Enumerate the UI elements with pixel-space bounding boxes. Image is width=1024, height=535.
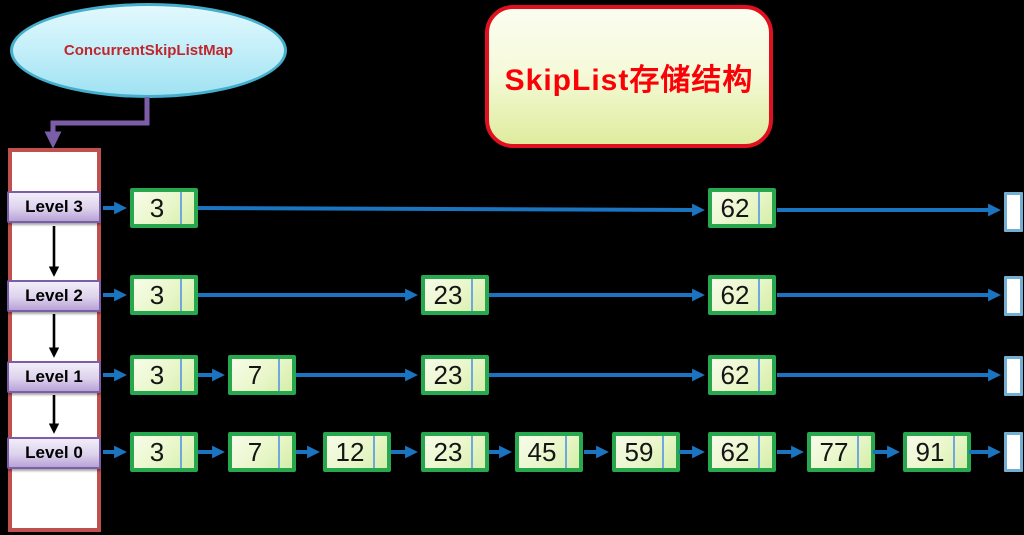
pointer-cell	[471, 279, 485, 311]
arrow-l3-3-62	[197, 203, 705, 217]
nil-node-l0	[1004, 432, 1023, 472]
level-label-3: Level 3	[7, 191, 101, 223]
node-l0-12: 12	[323, 432, 391, 472]
node-value: 62	[720, 280, 750, 310]
nil-node-l3	[1004, 192, 1023, 232]
node-l0-23: 23	[421, 432, 489, 472]
title-card: SkipList存储结构	[485, 5, 773, 148]
node-value: 59	[624, 437, 654, 467]
pointer-cell	[278, 436, 292, 468]
node-value: 77	[819, 437, 849, 467]
node-l2-23: 23	[421, 275, 489, 315]
level-label-2: Level 2	[7, 280, 101, 312]
node-value: 3	[149, 437, 165, 467]
node-value: 12	[335, 437, 365, 467]
pointer-cell	[758, 359, 772, 391]
node-value: 3	[149, 193, 165, 223]
node-value: 3	[149, 360, 165, 390]
node-l1-3: 3	[130, 355, 198, 395]
node-l3-62: 62	[708, 188, 776, 228]
node-l0-91: 91	[903, 432, 971, 472]
nil-node-l2	[1004, 276, 1023, 316]
node-value: 23	[433, 280, 463, 310]
title-card-label: SkipList存储结构	[504, 63, 754, 97]
node-l0-3: 3	[130, 432, 198, 472]
level-label-1: Level 1	[7, 361, 101, 393]
node-l0-77: 77	[807, 432, 875, 472]
node-l1-62: 62	[708, 355, 776, 395]
node-l0-7: 7	[228, 432, 296, 472]
pointer-cell	[471, 436, 485, 468]
node-l0-45: 45	[515, 432, 583, 472]
node-value: 7	[247, 437, 263, 467]
pointer-cell	[758, 436, 772, 468]
pointer-cell	[857, 436, 871, 468]
node-value: 3	[149, 280, 165, 310]
nil-node-l1	[1004, 356, 1023, 396]
pointer-cell	[953, 436, 967, 468]
node-l1-7: 7	[228, 355, 296, 395]
node-l0-62: 62	[708, 432, 776, 472]
node-value: 23	[433, 360, 463, 390]
root-ellipse: ConcurrentSkipListMap	[10, 3, 287, 98]
pointer-cell	[180, 192, 194, 224]
node-l1-23: 23	[421, 355, 489, 395]
node-value: 62	[720, 193, 750, 223]
node-value: 91	[915, 437, 945, 467]
node-l0-59: 59	[612, 432, 680, 472]
level-label-0: Level 0	[7, 437, 101, 469]
pointer-cell	[373, 436, 387, 468]
pointer-arrows	[103, 201, 1001, 459]
pointer-cell	[662, 436, 676, 468]
node-l3-3: 3	[130, 188, 198, 228]
root-ellipse-label: ConcurrentSkipListMap	[63, 42, 234, 59]
node-l2-3: 3	[130, 275, 198, 315]
pointer-cell	[180, 359, 194, 391]
pointer-cell	[471, 359, 485, 391]
node-value: 45	[527, 437, 557, 467]
pointer-cell	[565, 436, 579, 468]
pointer-cell	[758, 192, 772, 224]
node-value: 62	[720, 437, 750, 467]
node-value: 7	[247, 360, 263, 390]
pointer-cell	[758, 279, 772, 311]
node-l2-62: 62	[708, 275, 776, 315]
pointer-cell	[278, 359, 292, 391]
root-to-column-connector	[44, 97, 150, 149]
node-value: 23	[433, 437, 463, 467]
pointer-cell	[180, 436, 194, 468]
pointer-cell	[180, 279, 194, 311]
node-value: 62	[720, 360, 750, 390]
